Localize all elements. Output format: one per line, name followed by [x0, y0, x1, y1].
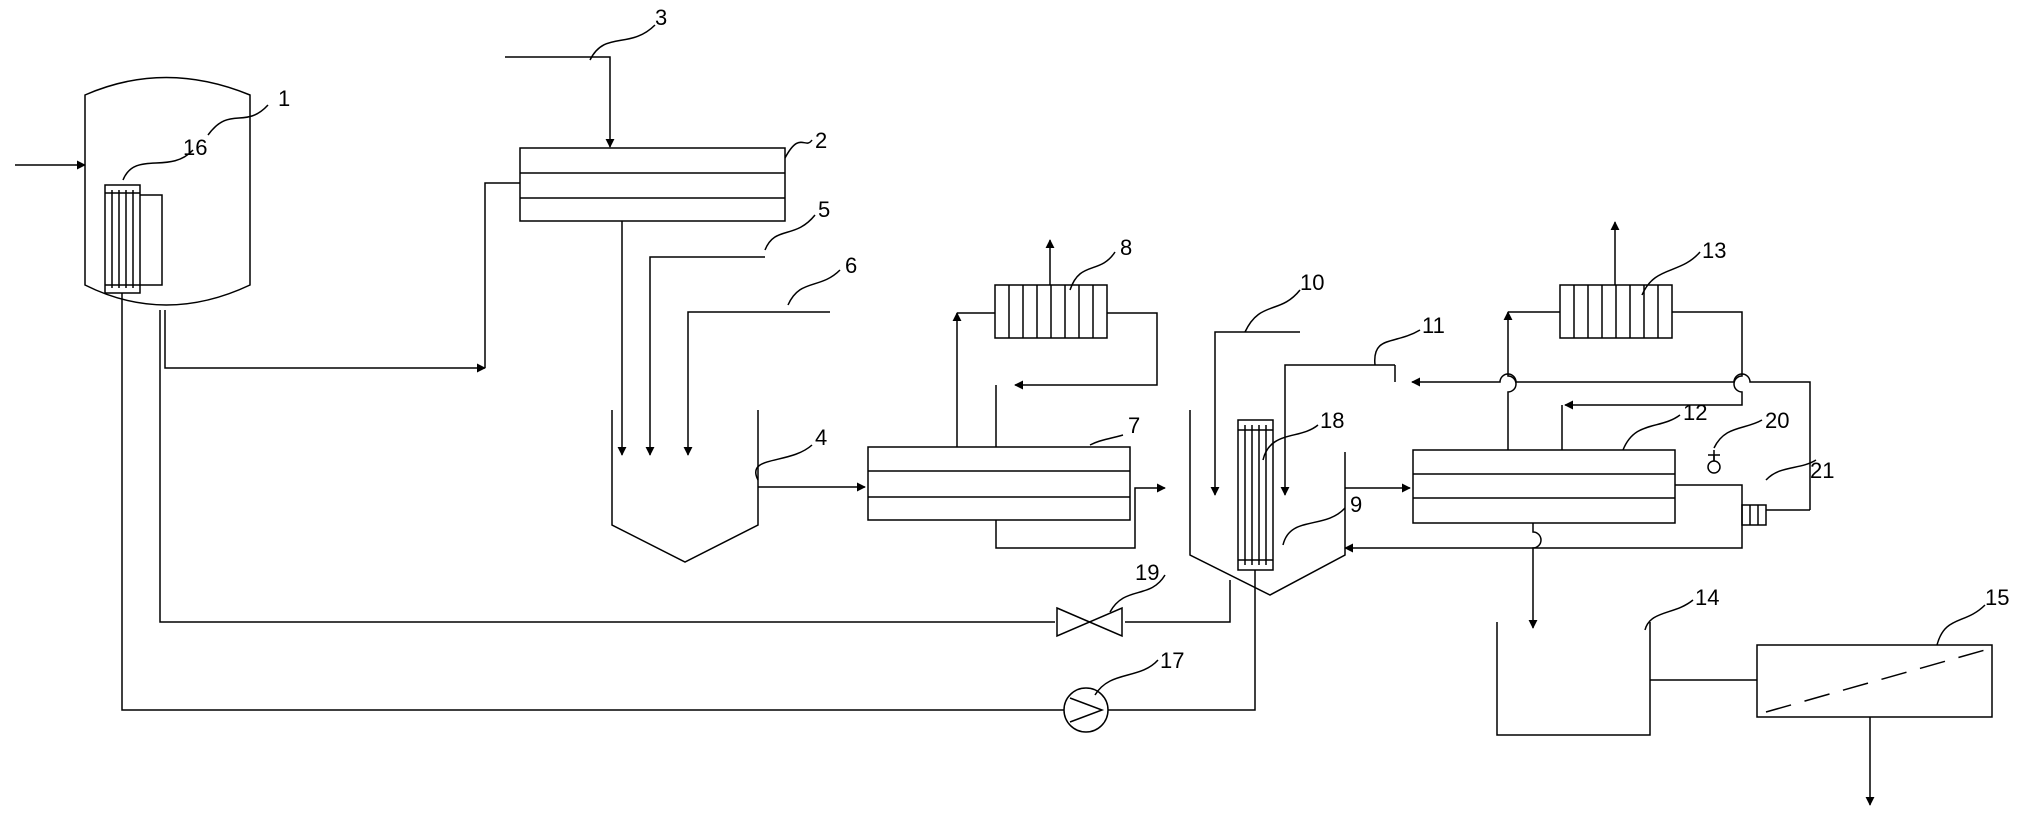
condensate-return-13: [1564, 311, 1743, 410]
filter-15: [1756, 644, 1993, 718]
line-riser-to-evaporator: [484, 182, 520, 368]
label-9: 9: [1350, 492, 1362, 517]
label-5: 5: [818, 197, 830, 222]
device-21: [1741, 504, 1810, 526]
label-8: 8: [1120, 235, 1132, 260]
condenser-13: [1559, 284, 1673, 339]
label-16: 16: [183, 135, 207, 160]
membrane-module-16: [104, 184, 163, 294]
label-4: 4: [815, 425, 827, 450]
unit-12-extension: [1344, 484, 1743, 553]
exchanger-7: [867, 446, 1131, 521]
line-unit12-to-tank14: [1528, 523, 1542, 629]
feed-line-11: [1280, 364, 1395, 496]
label-10: 10: [1300, 270, 1324, 295]
feed-line-10: [1210, 331, 1300, 496]
return-line-valve19: [159, 310, 1231, 623]
vapor-line-12-to-13: [1503, 311, 1517, 450]
evaporator-2: [519, 147, 786, 222]
unit-12: [1412, 449, 1676, 524]
label-18: 18: [1320, 408, 1344, 433]
membrane-module-18: [1237, 419, 1274, 571]
condenser-8: [994, 284, 1108, 339]
tank-9: [1189, 410, 1346, 596]
label-12: 12: [1683, 400, 1707, 425]
label-17: 17: [1160, 648, 1184, 673]
feed-line-5: [645, 256, 765, 456]
reactor-vessel-1: [84, 76, 251, 306]
return-line-pump17: [121, 293, 1256, 711]
condensate-return-8: [1014, 312, 1158, 390]
leader-lines: [122, 24, 1986, 696]
label-11: 11: [1422, 313, 1445, 338]
line-reactor-to-evaporator: [164, 310, 486, 373]
label-1: 1: [278, 86, 290, 111]
instrument-20: [1707, 450, 1721, 474]
label-14: 14: [1695, 585, 1719, 610]
label-3: 3: [655, 5, 667, 30]
label-19: 19: [1135, 560, 1159, 585]
line-unit7-to-tank9: [995, 483, 1166, 549]
mixing-tank-4: [611, 410, 759, 563]
label-6: 6: [845, 253, 857, 278]
label-7: 7: [1128, 413, 1140, 438]
label-13: 13: [1702, 238, 1726, 263]
label-20: 20: [1765, 408, 1789, 433]
line-11-header: [1411, 373, 1811, 510]
label-21: 21: [1810, 458, 1834, 483]
tank-14: [1496, 622, 1651, 736]
feed-line-6: [683, 311, 830, 456]
valve-19: [1055, 606, 1125, 638]
label-2: 2: [815, 128, 827, 153]
label-15: 15: [1985, 585, 2009, 610]
feed-line-3: [505, 56, 615, 148]
pump-17: [1063, 687, 1109, 733]
